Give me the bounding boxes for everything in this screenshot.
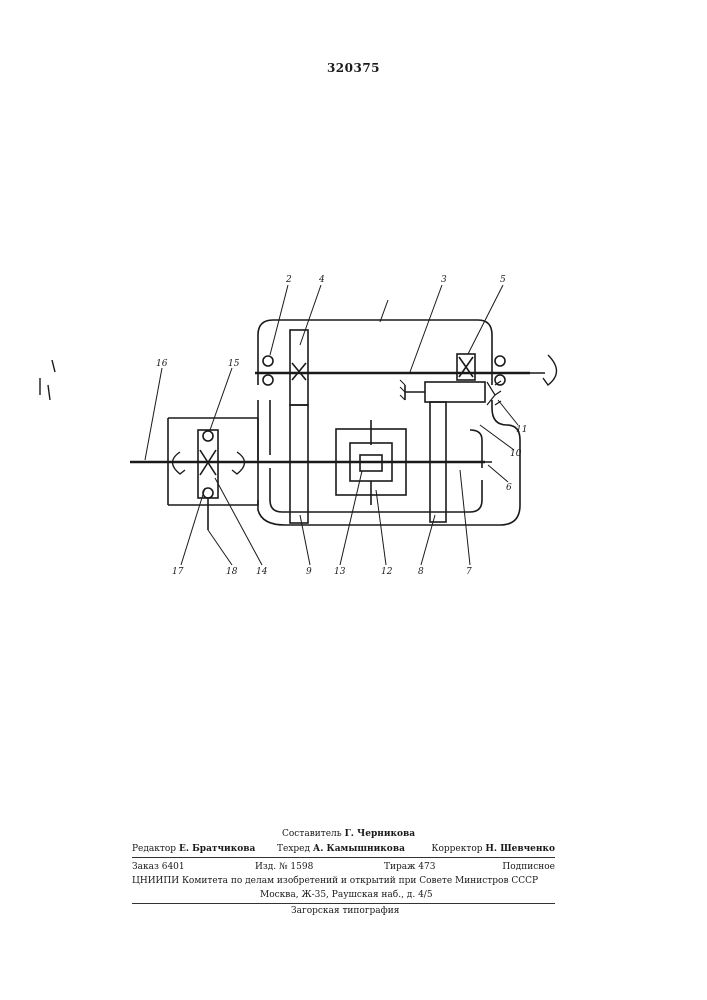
edition-number: Изд. № 1598 [255, 862, 313, 872]
label-7: 7 [466, 567, 472, 577]
label-12: 12 [381, 567, 393, 577]
institute-row: ЦНИИПИ Комитета по делам изобретений и о… [132, 876, 555, 888]
techred-label: Техред [277, 844, 310, 854]
label-9: 9 [306, 567, 312, 577]
label-6: 6 [506, 483, 512, 493]
label-5: 5 [500, 275, 506, 285]
divider-bottom [132, 903, 555, 904]
compiler-name: Г. Черникова [345, 829, 416, 839]
label-2: 2 [285, 275, 292, 285]
circulation: Тираж 473 [384, 862, 435, 872]
corrector-name: Н. Шевченко [485, 844, 555, 854]
compiler-label: Составитель [282, 829, 342, 839]
label-17: 17 [172, 567, 184, 577]
techred-name: А. Камышникова [313, 844, 405, 854]
label-8: 8 [418, 567, 424, 577]
label-10: 10 [510, 449, 522, 459]
techred: Техред А. Камышникова [277, 844, 405, 854]
label-11: 11 [516, 425, 527, 435]
institute: ЦНИИПИ Комитета по делам изобретений и о… [132, 876, 538, 886]
bearing-left-top [263, 356, 273, 366]
editor-label: Редактор [132, 844, 176, 854]
label-13: 13 [334, 567, 346, 577]
editor-name: Е. Братчикова [179, 844, 255, 854]
label-3: 3 [441, 275, 447, 285]
gear-9 [290, 405, 308, 523]
address-row: Москва, Ж-35, Раушская наб., д. 4/5 [132, 890, 555, 902]
mechanism-drawing: 2 4 3 5 15 16 11 10 6 17 18 14 9 13 12 8… [0, 0, 707, 600]
bearing-left-bottom [263, 375, 273, 385]
label-4: 4 [318, 275, 325, 285]
label-18: 18 [226, 567, 238, 577]
corrector-label: Корректор [432, 844, 483, 854]
corrector: Корректор Н. Шевченко [432, 844, 555, 854]
subscription: Подписное [502, 862, 555, 872]
editor: Редактор Е. Братчикова [132, 844, 255, 854]
compiler-line: Составитель Г. Черникова [282, 829, 415, 839]
staff-row: Редактор Е. Братчикова Техред А. Камышни… [132, 844, 555, 856]
address: Москва, Ж-35, Раушская наб., д. 4/5 [260, 890, 433, 900]
rotation-arrow-right [543, 355, 557, 385]
divider-top [132, 857, 555, 858]
label-16: 16 [156, 359, 168, 369]
clutch-10 [425, 382, 485, 402]
bearing-right-top [495, 356, 505, 366]
order-number: Заказ 6401 [132, 862, 185, 872]
order-row: Заказ 6401 Изд. № 1598 Тираж 473 Подписн… [132, 862, 555, 874]
label-14: 14 [256, 567, 268, 577]
label-15: 15 [228, 359, 240, 369]
gear-4 [290, 330, 308, 405]
printer: Загорская типография [291, 906, 399, 916]
